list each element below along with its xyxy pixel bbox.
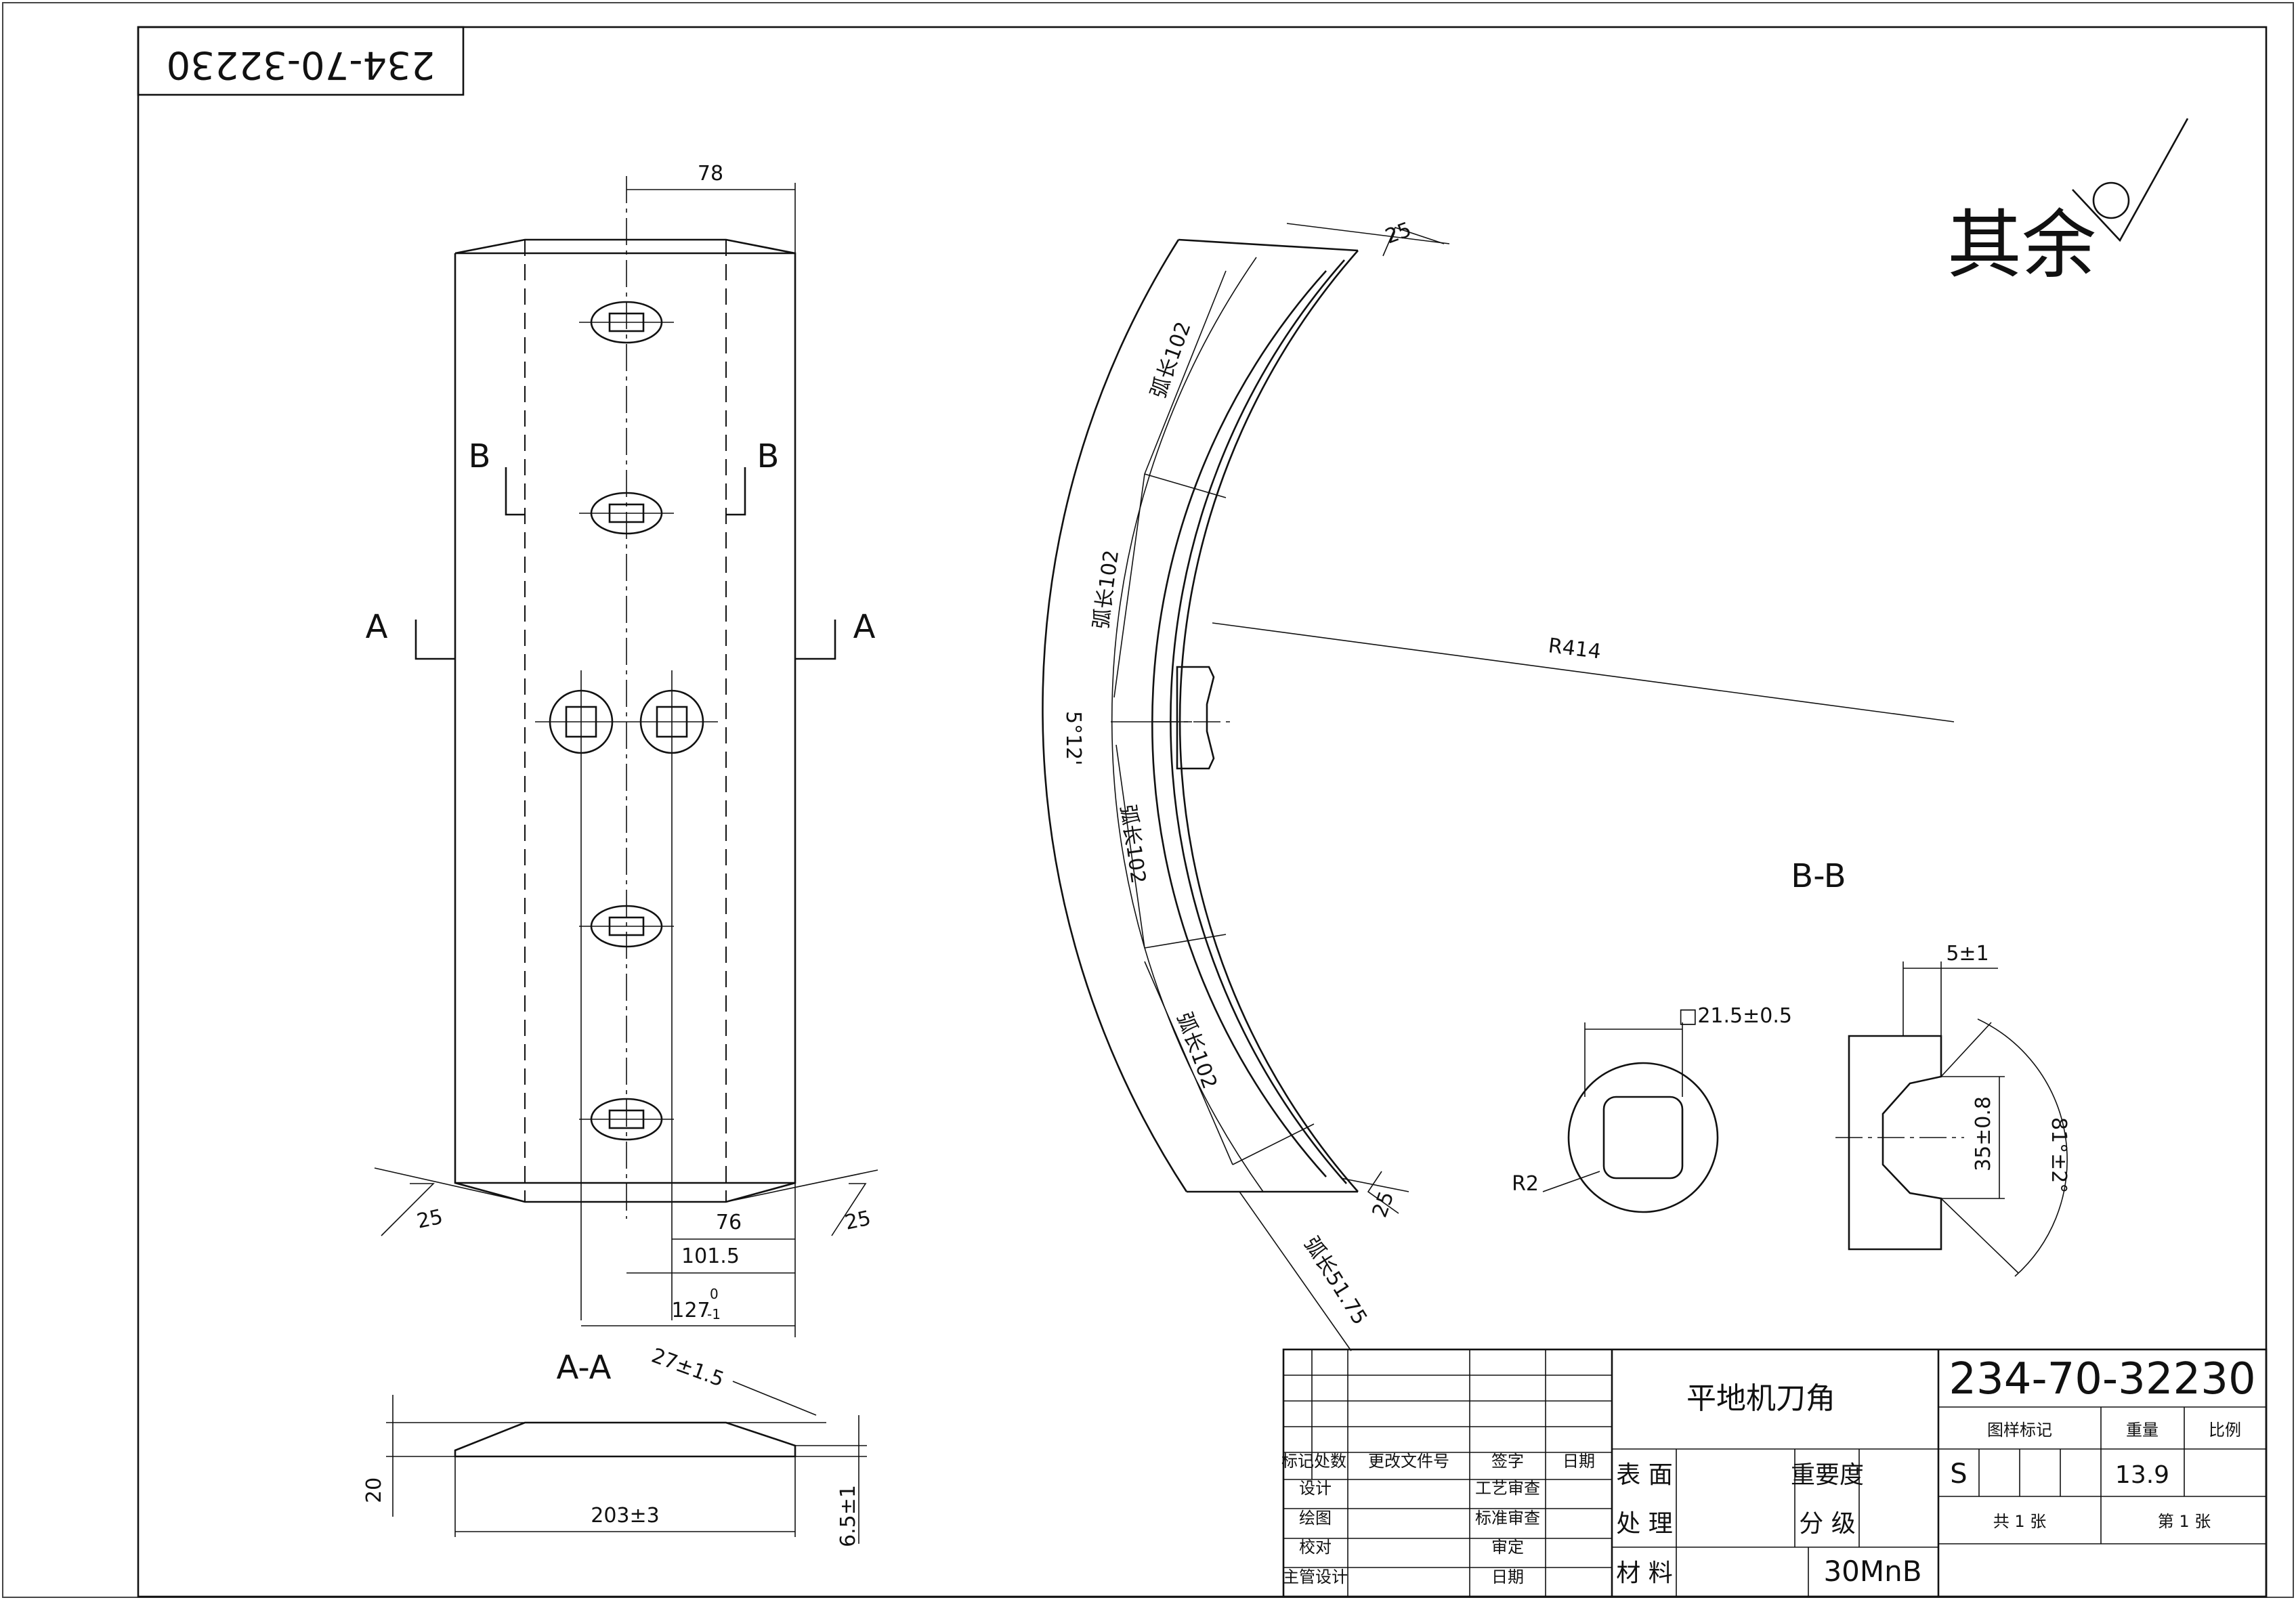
svg-text:材 料: 材 料 — [1616, 1559, 1672, 1587]
svg-text:B: B — [469, 437, 491, 475]
svg-text:弧长51.75: 弧长51.75 — [1299, 1233, 1372, 1329]
svg-text:共 1 张: 共 1 张 — [1993, 1512, 2047, 1531]
title-drawing-number: 234-70-32230 — [1949, 1354, 2255, 1404]
arc-roughness-marks: 25 25 — [1286, 218, 1450, 1221]
part-name: 平地机刀角 — [1686, 1381, 1835, 1416]
title-block: 标记 处数 更改文件号 签字 日期 设计 绘图 校对 主管设计 工艺审查 标准审… — [1281, 1348, 2268, 1598]
svg-text:-1: -1 — [707, 1306, 721, 1322]
dim-127: 127 0 -1 — [581, 1286, 795, 1326]
svg-text:分 级: 分 级 — [1799, 1510, 1855, 1538]
section-marker-a: A A — [366, 608, 876, 660]
svg-text:101.5: 101.5 — [681, 1245, 740, 1268]
svg-text:弧长102: 弧长102 — [1172, 1010, 1221, 1092]
svg-text:0: 0 — [710, 1286, 719, 1302]
svg-text:27±1.5: 27±1.5 — [648, 1344, 727, 1392]
svg-text:81°±2°: 81°±2° — [2047, 1117, 2070, 1193]
svg-text:203±3: 203±3 — [591, 1504, 659, 1528]
svg-text:日期: 日期 — [1562, 1452, 1595, 1471]
drawing-number-box: 234-70-32230 — [137, 26, 465, 96]
svg-text:重要度: 重要度 — [1791, 1461, 1864, 1489]
svg-text:6.5±1: 6.5±1 — [836, 1485, 860, 1547]
svg-text:日期: 日期 — [1491, 1567, 1524, 1586]
section-aa-title: A-A — [557, 1349, 612, 1387]
dim-101-5: 101.5 — [626, 1245, 795, 1274]
svg-text:弧长102: 弧长102 — [1115, 803, 1150, 885]
svg-text:25: 25 — [1382, 218, 1415, 249]
svg-text:表 面: 表 面 — [1616, 1461, 1672, 1489]
svg-text:25: 25 — [414, 1205, 445, 1234]
front-view: B B A A 78 76 101.5 127 0 — [366, 162, 878, 1337]
svg-text:主管设计: 主管设计 — [1283, 1567, 1348, 1586]
svg-text:弧长102: 弧长102 — [1147, 319, 1196, 402]
svg-text:R2: R2 — [1512, 1172, 1539, 1196]
material-value: 30MnB — [1823, 1555, 1921, 1588]
svg-text:A: A — [853, 608, 876, 646]
arc-hole-detail — [1151, 666, 1233, 770]
surface-note-text: 其余 — [1947, 202, 2096, 288]
roughness-symbol-icon — [2092, 181, 2130, 219]
roughness-check-icon — [2072, 118, 2189, 242]
svg-text:处数: 处数 — [1314, 1452, 1346, 1471]
svg-text:设计: 设计 — [1299, 1479, 1332, 1498]
svg-text:处 理: 处 理 — [1616, 1510, 1672, 1538]
svg-text:签字: 签字 — [1491, 1452, 1524, 1471]
dim-76: 76 — [672, 1183, 796, 1337]
svg-text:25: 25 — [1368, 1188, 1399, 1221]
svg-text:标记: 标记 — [1281, 1452, 1314, 1471]
svg-text:重量: 重量 — [2126, 1421, 2159, 1440]
svg-text:127: 127 — [671, 1299, 710, 1322]
arc-view: R414 弧长102 弧长102 弧长102 弧长102 弧长51.75 5°1… — [1042, 218, 1955, 1352]
svg-text:78: 78 — [698, 162, 723, 186]
section-aa: A-A 27±1.5 203±3 20 6.5±1 — [362, 1344, 867, 1547]
svg-text:25: 25 — [843, 1207, 873, 1235]
svg-text:13.9: 13.9 — [2115, 1461, 2169, 1489]
svg-text:A: A — [366, 608, 388, 646]
svg-text:5±1: 5±1 — [1946, 942, 1989, 966]
svg-text:第 1 张: 第 1 张 — [2158, 1512, 2211, 1531]
slot-holes — [579, 301, 674, 1141]
svg-text:76: 76 — [716, 1211, 742, 1234]
svg-text:R414: R414 — [1547, 634, 1602, 664]
front-roughness-marks: 25 25 — [374, 1167, 878, 1236]
svg-text:绘图: 绘图 — [1299, 1509, 1332, 1528]
section-marker-b: B B — [469, 437, 780, 516]
svg-text:5°12': 5°12' — [1061, 711, 1085, 766]
svg-text:35±0.8: 35±0.8 — [1972, 1096, 1995, 1171]
dim-78: 78 — [626, 162, 796, 253]
svg-text:标准审查: 标准审查 — [1475, 1509, 1540, 1528]
bolt-holes — [535, 670, 718, 1320]
svg-text:□21.5±0.5: □21.5±0.5 — [1678, 1004, 1792, 1028]
svg-text:审定: 审定 — [1491, 1538, 1524, 1557]
svg-text:更改文件号: 更改文件号 — [1368, 1452, 1449, 1471]
section-bb: B-B □21.5±0.5 R2 5±1 35±0.8 81°±2° — [1512, 857, 2070, 1277]
svg-text:校对: 校对 — [1299, 1538, 1332, 1557]
svg-text:图样标记: 图样标记 — [1987, 1421, 2052, 1440]
svg-text:S: S — [1950, 1458, 1967, 1490]
svg-text:工艺审查: 工艺审查 — [1475, 1479, 1540, 1498]
svg-text:比例: 比例 — [2209, 1421, 2241, 1440]
svg-text:20: 20 — [362, 1477, 386, 1503]
section-bb-title: B-B — [1791, 857, 1846, 895]
svg-text:B: B — [757, 437, 780, 475]
drawing-number-rotated: 234-70-32230 — [167, 43, 435, 87]
surface-roughness-note: 其余 — [1947, 118, 2189, 288]
